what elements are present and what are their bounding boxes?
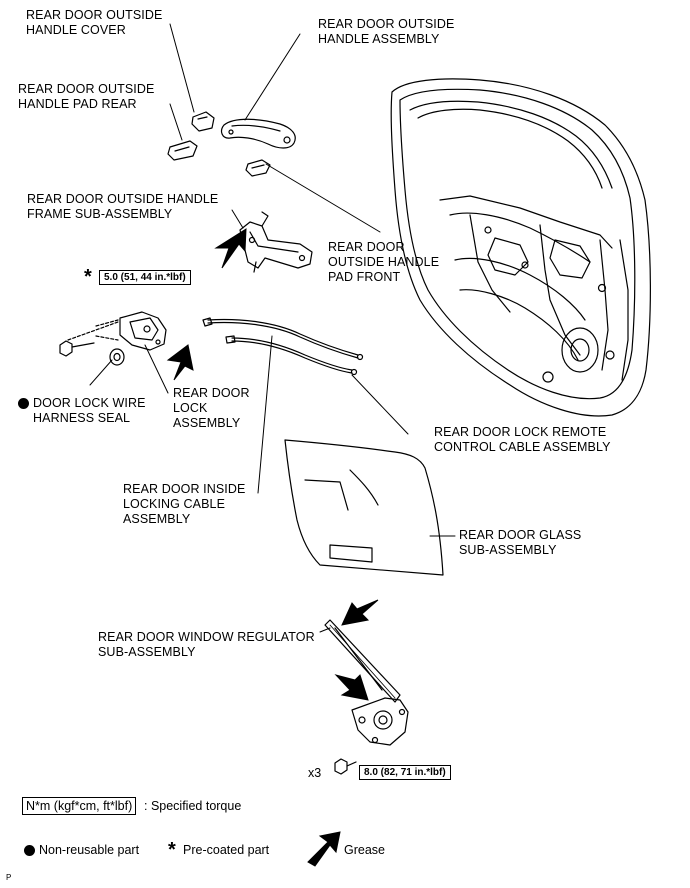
label-door-glass: REAR DOOR GLASS SUB-ASSEMBLY: [459, 528, 582, 557]
window-regulator-part: [324, 619, 409, 746]
precoated-star-lock: *: [84, 266, 92, 288]
wire-harness-seal-part: [109, 348, 125, 366]
grease-arrow-lock: [166, 344, 194, 381]
rear-door-panel: [390, 78, 651, 417]
door-lock-part: [67, 311, 167, 351]
legend-precoated-star: *: [168, 839, 176, 861]
legend-nonreusable-dot: [24, 845, 35, 856]
regulator-bolt-part: [334, 758, 357, 775]
label-lock-remote-cable: REAR DOOR LOCK REMOTE CONTROL CABLE ASSE…: [434, 425, 611, 454]
bolt-quantity: x3: [308, 766, 322, 780]
corner-mark: P: [6, 873, 12, 882]
nonreusable-mark-dot: [18, 398, 29, 409]
torque-regulator-bolt: 8.0 (82, 71 in.*lbf): [359, 765, 451, 780]
outside-handle-assembly-part: [220, 118, 296, 149]
label-outside-handle-pad-front: REAR DOOR OUTSIDE HANDLE PAD FRONT: [328, 240, 440, 284]
grease-arrow-regulator-top: [341, 599, 379, 626]
label-inside-locking-cable: REAR DOOR INSIDE LOCKING CABLE ASSEMBLY: [123, 482, 246, 526]
outside-handle-pad-front-part: [245, 159, 271, 177]
grease-arrow-regulator-mid: [334, 674, 369, 701]
grease-arrow-frame: [214, 228, 247, 269]
legend-grease-text: Grease: [344, 843, 385, 857]
leader-lines: [89, 23, 456, 633]
label-outside-handle-pad-rear: REAR DOOR OUTSIDE HANDLE PAD REAR: [18, 82, 155, 111]
legend-torque-unit: N*m (kgf*cm, ft*lbf): [22, 797, 137, 815]
label-window-regulator: REAR DOOR WINDOW REGULATOR SUB-ASSEMBLY: [98, 630, 315, 659]
outside-handle-frame-part: [239, 211, 313, 273]
outside-handle-cover-part: [191, 111, 215, 132]
label-door-lock-assembly: REAR DOOR LOCK ASSEMBLY: [173, 386, 250, 430]
legend-nonreusable-text: Non-reusable part: [39, 843, 140, 857]
label-door-lock-wire-seal: DOOR LOCK WIRE HARNESS SEAL: [33, 396, 146, 425]
outside-handle-pad-rear-part: [167, 140, 198, 161]
label-outside-handle-cover: REAR DOOR OUTSIDE HANDLE COVER: [26, 8, 163, 37]
grease-legend-arrow: [307, 831, 341, 867]
door-glass-part: [284, 439, 444, 576]
label-outside-handle-frame: REAR DOOR OUTSIDE HANDLE FRAME SUB-ASSEM…: [27, 192, 219, 221]
cables-part: [202, 317, 364, 376]
legend-torque-desc: : Specified torque: [144, 799, 242, 813]
label-outside-handle-assembly: REAR DOOR OUTSIDE HANDLE ASSEMBLY: [318, 17, 455, 46]
torque-lock-bolt: 5.0 (51, 44 in.*lbf): [99, 270, 191, 285]
lock-bolt-part: [59, 340, 95, 357]
legend-precoated-text: Pre-coated part: [183, 843, 270, 857]
